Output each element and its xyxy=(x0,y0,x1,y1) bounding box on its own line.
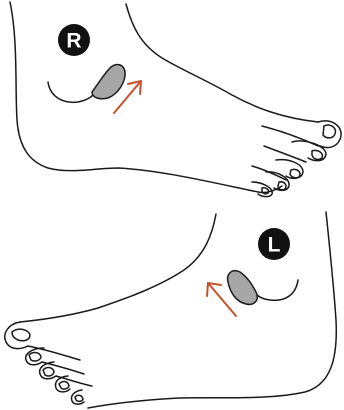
right-foot-heel-outline xyxy=(10,2,282,193)
right-foot-toe-line-3 xyxy=(252,166,286,180)
left-side-badge: L xyxy=(258,228,290,260)
left-foot-toenail-5 xyxy=(75,395,83,401)
left-foot-toenail-4 xyxy=(59,382,69,390)
left-foot-toenail-3 xyxy=(43,368,54,376)
right-foot-toe-line-1 xyxy=(262,126,318,146)
right-foot-toe-2 xyxy=(292,141,326,161)
right-side-badge: R xyxy=(58,24,90,56)
left-ankle-pad xyxy=(228,271,258,305)
left-foot-heel-outline xyxy=(88,212,336,408)
right-foot-big-toenail xyxy=(323,125,335,138)
left-foot-toenail-2 xyxy=(29,353,41,361)
right-foot-instep-outline xyxy=(126,4,318,122)
left-foot-big-toenail xyxy=(12,329,30,341)
right-foot-toenail-3 xyxy=(290,169,300,177)
left-foot: L xyxy=(5,212,337,408)
right-badge-label: R xyxy=(66,30,81,53)
right-ankle-pad xyxy=(92,65,125,99)
left-foot-big-toe xyxy=(5,322,28,349)
left-foot-instep-outline xyxy=(20,214,216,322)
left-badge-label: L xyxy=(268,234,281,257)
right-foot: R xyxy=(10,2,341,197)
left-foot-ankle-bone xyxy=(254,280,298,300)
right-foot-ankle-bone xyxy=(48,82,96,102)
right-foot-toenail-2 xyxy=(312,150,322,159)
